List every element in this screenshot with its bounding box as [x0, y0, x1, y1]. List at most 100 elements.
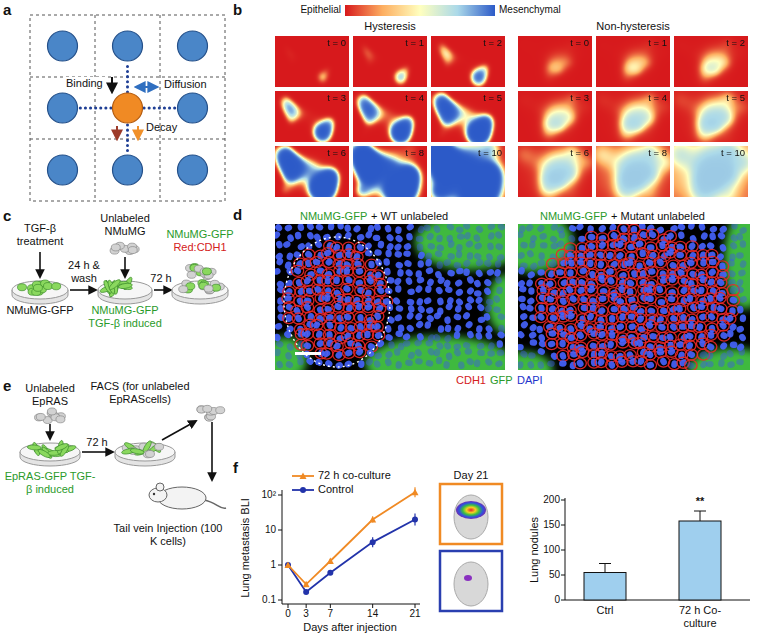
art-line	[70, 289, 96, 291]
panel-letter: f	[233, 459, 238, 477]
annotation-label: Decay	[146, 121, 177, 134]
annotation-label: NMuMG-GFP	[166, 228, 233, 241]
axis-tick-label: 21	[409, 608, 420, 620]
axis-tick-label: 10²	[262, 489, 276, 501]
art-line	[330, 604, 331, 608]
legend-line-sample	[292, 473, 314, 480]
image-title: NMuMG-GFP	[300, 210, 367, 223]
art-line	[116, 126, 118, 139]
annotation-label: 72 h	[86, 436, 107, 449]
annotation-label: 72 h	[150, 272, 171, 285]
annotation-label: Non-hysteresis	[596, 20, 669, 33]
time-label: t = 8	[405, 147, 424, 158]
art-ellipse	[172, 281, 228, 299]
art-circle	[300, 487, 306, 493]
art-circle	[153, 493, 155, 495]
art-ellipse	[187, 271, 196, 278]
panel-letter: e	[3, 377, 11, 395]
art-ellipse	[216, 407, 225, 414]
art-line	[211, 422, 213, 480]
art-ellipse	[54, 442, 69, 452]
annotation-label: EpRAS-GFP TGF-β induced	[4, 470, 96, 496]
art-line	[561, 575, 565, 576]
time-label: t = 3	[327, 92, 346, 103]
annotation-label: Epithelial	[300, 4, 341, 16]
art-path	[285, 562, 292, 569]
annotation-label: Red:CDH1	[173, 241, 226, 254]
annotation-label: Hysteresis	[364, 20, 415, 33]
art-ellipse	[454, 495, 488, 539]
art-ellipse	[36, 413, 45, 420]
art-line	[605, 564, 606, 573]
axis-tick-label: Ctrl	[596, 604, 613, 617]
art-line	[278, 600, 282, 601]
art-line	[306, 604, 307, 608]
art-line	[278, 495, 282, 496]
art-rect	[584, 573, 626, 601]
time-label: t = 10	[478, 147, 502, 158]
axis-tick-label: 0.1	[262, 594, 276, 606]
axis-title: Lung metastasis BLI	[239, 498, 252, 598]
art-line	[124, 257, 126, 277]
panel-letter: d	[233, 206, 242, 224]
art-ellipse	[204, 285, 213, 292]
art-circle	[370, 539, 376, 545]
art-line	[282, 490, 283, 604]
annotation-label: Binding	[64, 77, 105, 90]
art-ellipse	[108, 278, 122, 291]
annotation-label: Mesenchymal	[499, 4, 561, 16]
annotation-label: TGF-β treatment	[9, 222, 71, 248]
art-line	[162, 421, 196, 440]
art-polyline	[288, 520, 415, 592]
annotation-label: NMuMG-GFP	[6, 304, 73, 317]
art-ellipse	[56, 416, 65, 423]
art-line	[82, 451, 113, 453]
art-path	[300, 473, 307, 480]
stain-label: DAPI	[517, 374, 543, 387]
annotation-label: 24 h & wash	[65, 259, 103, 285]
art-ellipse	[454, 562, 488, 606]
axis-tick-label: 7	[328, 608, 334, 620]
art-circle	[412, 516, 418, 522]
art-rect	[440, 484, 502, 544]
art-line	[278, 530, 282, 531]
art-circle	[113, 93, 143, 123]
time-label: t = 6	[327, 147, 346, 158]
art-ellipse	[33, 284, 42, 291]
axis-tick-label: 150	[543, 519, 560, 531]
annotation-label: Tail vein Injection (100 K cells)	[113, 522, 223, 548]
image-title: + Mutant unlabeled	[611, 210, 705, 223]
art-path	[327, 558, 334, 565]
annotation-label: FACS (for unlabeled EpRAScells)	[84, 380, 196, 406]
time-label: t = 5	[483, 92, 502, 103]
stain-label: GFP	[490, 374, 513, 387]
time-label: t = 3	[570, 92, 589, 103]
art-line	[144, 107, 175, 110]
time-label: t = 5	[726, 92, 745, 103]
annotation-label: Diffusion	[162, 78, 209, 91]
art-ellipse	[52, 283, 61, 290]
art-circle	[48, 155, 78, 185]
art-path	[369, 516, 376, 523]
axis-tick-label: 14	[367, 608, 378, 620]
art-line	[111, 77, 113, 92]
art-rect	[30, 15, 225, 201]
art-circle	[178, 31, 208, 61]
axis-tick-label: 72 h Co-culture	[669, 604, 731, 630]
axis-tick-label: 50	[549, 569, 560, 581]
art-circle	[113, 31, 143, 61]
art-line	[561, 525, 565, 526]
art-circle	[303, 589, 309, 595]
art-ellipse	[12, 281, 68, 299]
art-ellipse	[145, 450, 154, 457]
annotation-label: Unlabeled NMuMG	[85, 212, 165, 238]
time-label: t = 6	[570, 147, 589, 158]
art-path	[412, 489, 419, 496]
image-title: + WT unlabeled	[371, 210, 448, 223]
art-ellipse	[118, 283, 133, 291]
legend-line-sample	[292, 487, 314, 493]
axis-tick-label: 0	[554, 594, 560, 606]
art-line	[49, 424, 51, 439]
axis-tick-label: 200	[543, 494, 560, 506]
time-label: t = 1	[405, 37, 424, 48]
